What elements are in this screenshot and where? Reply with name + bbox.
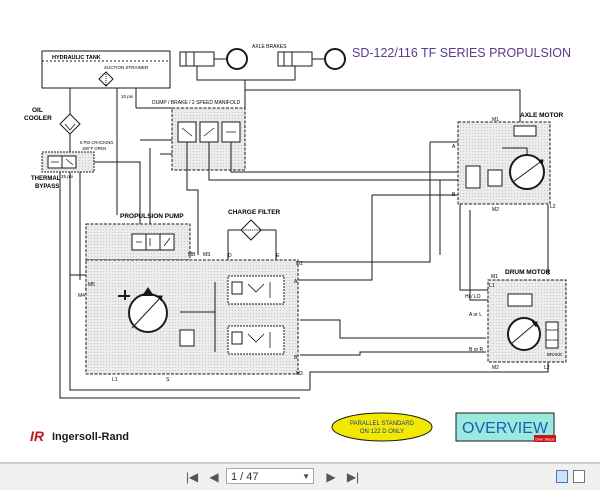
drum-port-l1: L1: [489, 283, 495, 289]
drum-port-l2: L2: [544, 365, 550, 371]
thermal-bypass-label-2: BYPASS: [35, 184, 59, 190]
page-number-field[interactable]: 1 / 47 ▼: [226, 468, 314, 484]
pump-port-mb: MB: [188, 252, 196, 258]
brand-mark: IR: [30, 428, 45, 444]
first-page-button[interactable]: |◀: [185, 470, 199, 484]
pump-port-m1: M1: [296, 261, 303, 267]
drum-brake-label: BRAKE: [547, 352, 562, 357]
pump-port-a: A: [294, 279, 298, 285]
charge-filter-label: CHARGE FILTER: [228, 209, 281, 216]
two-page-view-icon[interactable]: [573, 470, 585, 483]
propulsion-pump-label: PROPULSION PUMP: [120, 213, 184, 220]
next-page-button[interactable]: ▶: [326, 470, 336, 484]
thermal-bypass-label-1: THERMAL: [31, 176, 61, 182]
diagram-title: SD-122/116 TF SERIES PROPULSION: [352, 46, 571, 60]
chevron-down-icon[interactable]: ▼: [302, 472, 310, 481]
hydraulic-tank: HYDRAULIC TANK SUCTION STRAINER: [41, 50, 171, 89]
pump-port-b: B: [294, 355, 298, 361]
brand-name: Ingersoll-Rand: [52, 431, 129, 443]
drum-port-m2: M2: [492, 365, 499, 371]
drum-motor-label: DRUM MOTOR: [505, 269, 551, 276]
pump-port-m4: M4: [78, 293, 85, 299]
overview-tag: Dwn Steps: [535, 437, 554, 442]
axle-motor: [457, 121, 551, 205]
filter-port-d: D: [228, 253, 232, 259]
thermal-bypass-valve: [41, 151, 95, 173]
page-number-value: 1 / 47: [231, 471, 259, 483]
drum-port-aorl: A or L: [469, 312, 482, 318]
oil-cooler-label-1: OIL: [32, 107, 43, 114]
axle-port-l2: L2: [550, 204, 556, 210]
drum-port-hilo: Hi / LO: [465, 294, 481, 300]
axle-port-m2: M2: [492, 207, 499, 213]
oil-cooler-symbol: [59, 113, 81, 135]
drum-port-borr: B or R: [469, 347, 484, 353]
overview-label[interactable]: OVERVIEW: [462, 420, 549, 437]
pump-port-l1: L1: [112, 377, 118, 383]
drum-port-m1: M1: [491, 274, 498, 280]
ingersoll-rand-logo: IR Ingersoll-Rand: [30, 428, 129, 444]
parallel-note-line-2: ON 122 D ONLY: [360, 429, 404, 435]
axle-brakes-label: AXLE BRAKES: [252, 44, 287, 50]
axle-brake-right: [277, 48, 346, 70]
last-page-button[interactable]: ▶|: [346, 470, 360, 484]
hydraulic-lines: [59, 88, 549, 399]
single-page-view-icon[interactable]: [556, 470, 568, 483]
axle-motor-label: AXLE MOTOR: [520, 112, 564, 119]
drum-motor: [487, 279, 567, 363]
suction-strainer-label: SUCTION STRAINER: [104, 65, 149, 70]
psi-25-label: 25 psi: [61, 174, 73, 179]
axle-port-b: B: [452, 192, 456, 198]
previous-page-button[interactable]: ◀: [209, 470, 219, 484]
pump-port-ms: MS: [203, 252, 211, 258]
hydraulic-schematic: SD-122/116 TF SERIES PROPULSION AXLE BRA…: [24, 44, 571, 444]
pump-relief-block-upper: [227, 275, 285, 305]
overview-button[interactable]: OVERVIEW Dwn Steps: [455, 412, 556, 442]
dump-brake-manifold: [171, 107, 246, 171]
hydraulic-tank-label: HYDRAULIC TANK: [52, 55, 101, 61]
pump-port-m2: M2: [296, 371, 303, 377]
document-page: SD-122/116 TF SERIES PROPULSION AXLE BRA…: [0, 0, 600, 463]
parallel-standard-note: PARALLEL STANDARD ON 122 D ONLY: [331, 412, 433, 442]
cracking-label-2: 180°F OPEN: [82, 146, 106, 151]
filter-port-e: E: [276, 253, 280, 259]
manifold-label: DUMP / BRAKE / 2 SPEED MANIFOLD: [152, 100, 241, 106]
psi-10-label: 10 psi: [121, 94, 133, 99]
cracking-label-1: 5 PSI CRACKING: [80, 140, 114, 145]
parallel-note-line-1: PARALLEL STANDARD: [350, 421, 415, 427]
axle-brake-left: [179, 48, 248, 70]
axle-port-m1: M1: [492, 117, 499, 123]
oil-cooler-label-2: COOLER: [24, 115, 52, 122]
pump-relief-block-lower: [227, 325, 285, 355]
pump-port-m5: M5: [88, 282, 95, 288]
pdf-viewer-toolbar: |◀ ◀ 1 / 47 ▼ ▶ ▶|: [0, 463, 600, 490]
pump-port-s: S: [166, 377, 170, 383]
axle-port-a: A: [452, 144, 456, 150]
